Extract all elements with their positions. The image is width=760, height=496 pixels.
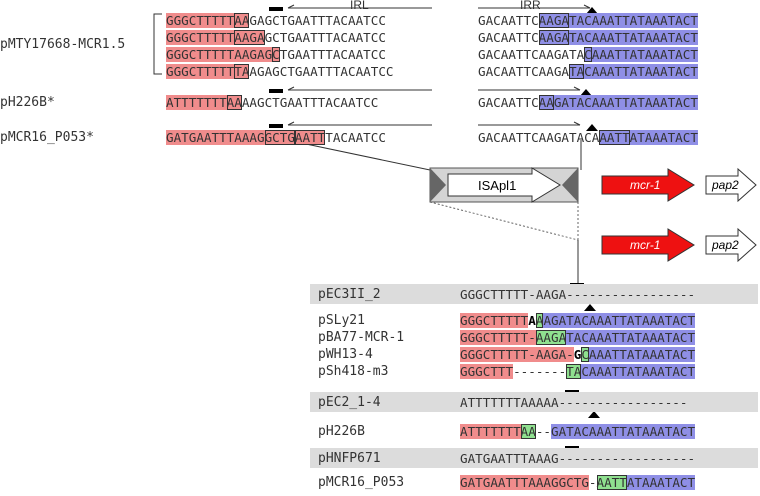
mcr1-label: mcr-1: [630, 178, 661, 192]
ph226b-label: pH226B*: [0, 95, 55, 110]
insertion-triangle: [580, 89, 592, 96]
sample-sequence: GGGCTTTTT-AAGATACAAATTATAAATACT: [460, 330, 696, 345]
insertion-triangle: [586, 7, 598, 14]
sequence-row: GACAATTCAAGATACAAATTATAAATACT: [478, 95, 698, 110]
transposase-arrow: [447, 167, 561, 203]
reference-label: pEC3II_2: [318, 287, 381, 302]
insertion-triangle: [586, 124, 598, 131]
isapl1-label: ISApl1: [478, 178, 517, 193]
sample-label: pMCR16_P053: [318, 475, 405, 490]
dr-marker: [269, 89, 283, 93]
sequence-row: GACAATTCAAGATACAAATTATAAATACT: [478, 30, 698, 45]
sample-sequence: GGGCTTTTTAAAGATACAAATTATAAATACT: [460, 313, 696, 328]
reference-label: pHNFP671: [318, 451, 381, 466]
sample-sequence: GGGCTTT-------TACAAATTATAAATACT: [460, 364, 696, 379]
dr-marker: [269, 124, 283, 128]
sequence-row: ATTTTTTTAAAAGCTGAATTTACAATCC: [166, 95, 379, 110]
sequence-row: GACAATTCAAGATACAAATTATAAATACT: [478, 64, 698, 79]
sample-sequence: GATGAATTTAAAGGCTG-AATTATAAATACT: [460, 475, 696, 490]
reference-sequence: GATGAATTTAAAG------------------: [460, 451, 696, 466]
reference-sequence: ATTTTTTTAAAAA-----------------: [460, 395, 688, 410]
mcr1-arrow-top: [601, 168, 695, 202]
pap2-label: pap2: [712, 238, 739, 252]
irl-label: IRL: [350, 0, 369, 12]
irr-label: IRR: [520, 0, 541, 12]
sample-label: pBA77-MCR-1: [318, 330, 405, 345]
ir-right-triangle: [562, 168, 578, 202]
sample-sequence: ATTTTTTTAA--GATACAAATTATAAATACT: [460, 424, 696, 439]
sample-label: pSh418-m3: [318, 364, 389, 379]
irr-arrowhead: [583, 4, 591, 9]
sequence-row: GATGAATTTAAAGGCTGAATTTACAATCC: [166, 130, 386, 145]
sample-label: pWH13-4: [318, 347, 373, 362]
sample-sequence: GGGCTTTTT-AAGA-GCAAATTATAAATACT: [460, 347, 696, 362]
sequence-row: GGGCTTTTTTAAGAGCTGAATTTACAATCC: [166, 64, 394, 79]
sample-label: pH226B: [318, 424, 365, 439]
mcr1-label: mcr-1: [630, 238, 661, 252]
mcr1-arrow-bottom: [601, 228, 695, 262]
sequence-row: GACAATTCAAGATACAAATTATAAATACT: [478, 47, 698, 62]
reference-sequence: GGGCTTTTT-AAGA-----------------: [460, 287, 696, 302]
pap2-arrow-bottom: [705, 227, 757, 263]
pap2-label: pap2: [712, 178, 739, 192]
sequence-row: GACAATTCAAGATACAAATTATAAATACT: [478, 130, 698, 145]
group-bracket: [153, 13, 162, 75]
reference-band: [310, 448, 758, 468]
sequence-row: GACAATTCAAGATACAAATTATAAATACT: [478, 13, 698, 28]
sample-label: pSLy21: [318, 313, 365, 328]
sequence-row: GGGCTTTTTAAGAGCTGAATTTACAATCC: [166, 13, 386, 28]
irl-arrowhead: [287, 4, 295, 9]
sequence-row: GGGCTTTTTAAGAGCTGAATTTACAATCC: [166, 47, 386, 62]
sequence-row: GGGCTTTTTAAGAGCTGAATTTACAATCC: [166, 30, 386, 45]
reference-band: [310, 284, 758, 304]
pmcr16-label: pMCR16_P053*: [0, 130, 94, 145]
reference-band: [310, 392, 758, 412]
group-label: pMTY17668-MCR1.5: [0, 37, 126, 52]
dr-marker: [269, 7, 283, 11]
pap2-arrow-top: [705, 167, 757, 203]
reference-label: pEC2_1-4: [318, 395, 381, 410]
ir-left-triangle: [430, 168, 446, 202]
